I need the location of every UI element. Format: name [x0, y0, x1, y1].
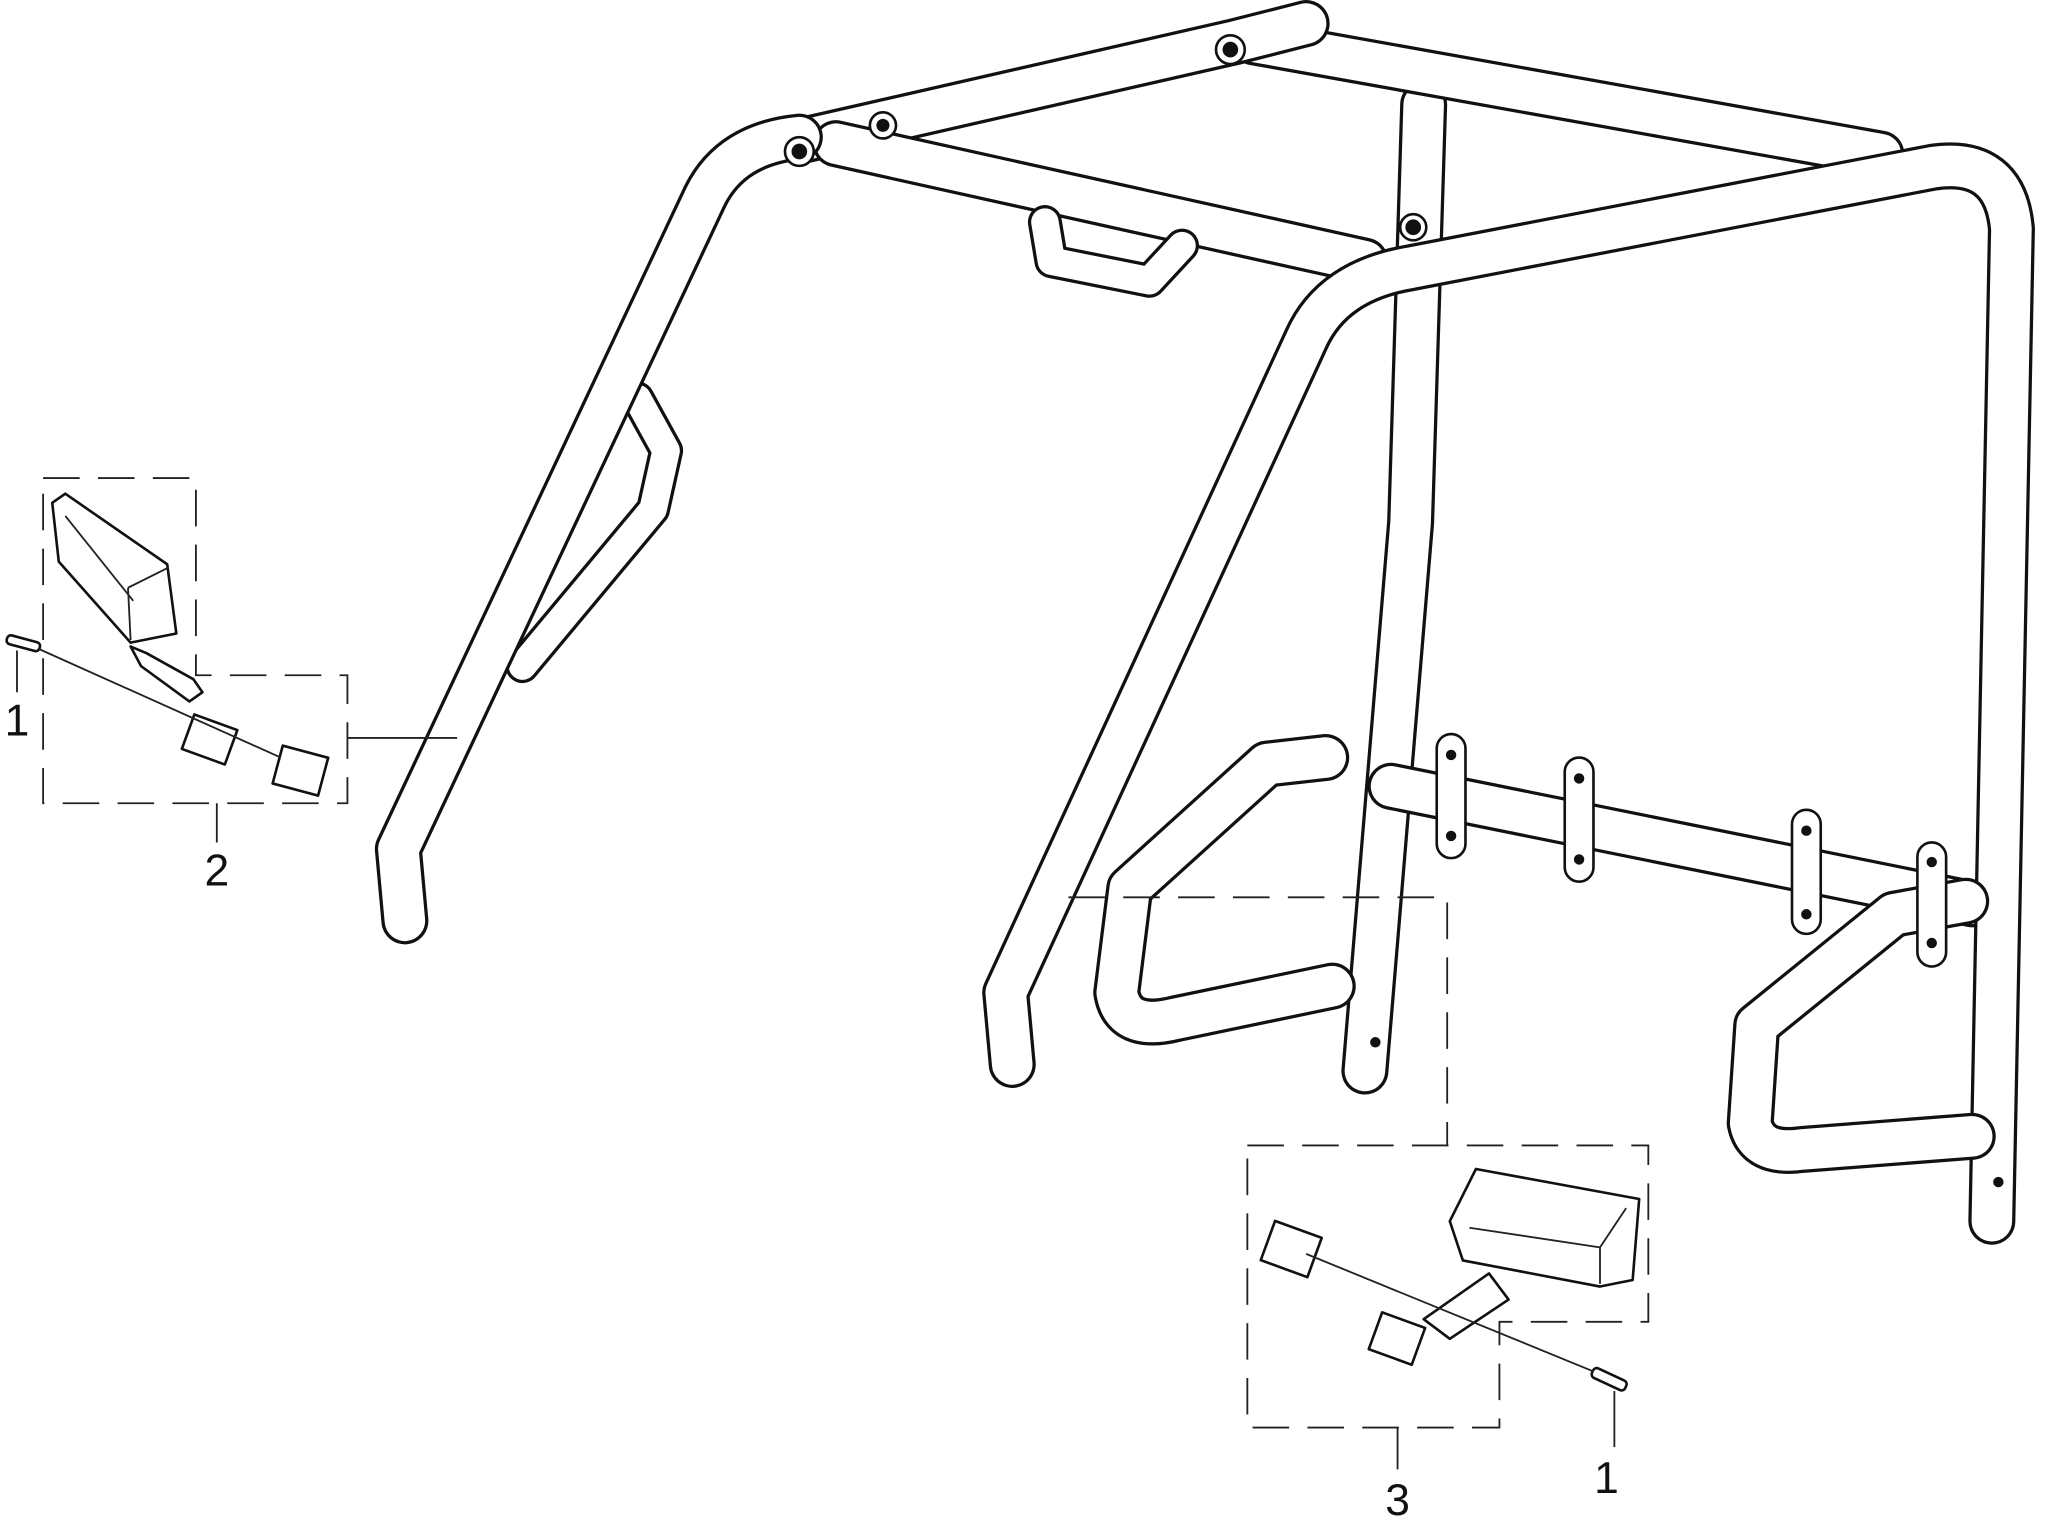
- right-mirror-arm: [1422, 1272, 1510, 1341]
- mount-tabs: [1435, 732, 1948, 968]
- right-clamp-cap: [1259, 1219, 1324, 1279]
- left-mirror-head: [50, 492, 178, 644]
- left-front-leg: [374, 113, 823, 945]
- callout-left-mirror: 2: [204, 847, 229, 896]
- roll-cage-frame: [374, 0, 2035, 1245]
- frame-bolts: [783, 33, 2004, 1188]
- left-clamp-cap: [271, 744, 330, 797]
- right-mirror-assembly[interactable]: [1068, 896, 1650, 1429]
- callout-left-screw: 1: [5, 696, 30, 745]
- left-mirror-assembly[interactable]: [5, 477, 458, 805]
- left-mirror-arm: [129, 645, 204, 703]
- left-screw-icon: [5, 634, 42, 653]
- callout-right-screw: 1: [1594, 1454, 1619, 1503]
- right-mirror-clamp: [1367, 1311, 1427, 1367]
- right-screw-icon: [1590, 1366, 1628, 1392]
- callout-right-mirror: 3: [1385, 1476, 1410, 1525]
- right-mirror-head: [1448, 1167, 1641, 1288]
- left-mirror-clamp: [180, 713, 239, 766]
